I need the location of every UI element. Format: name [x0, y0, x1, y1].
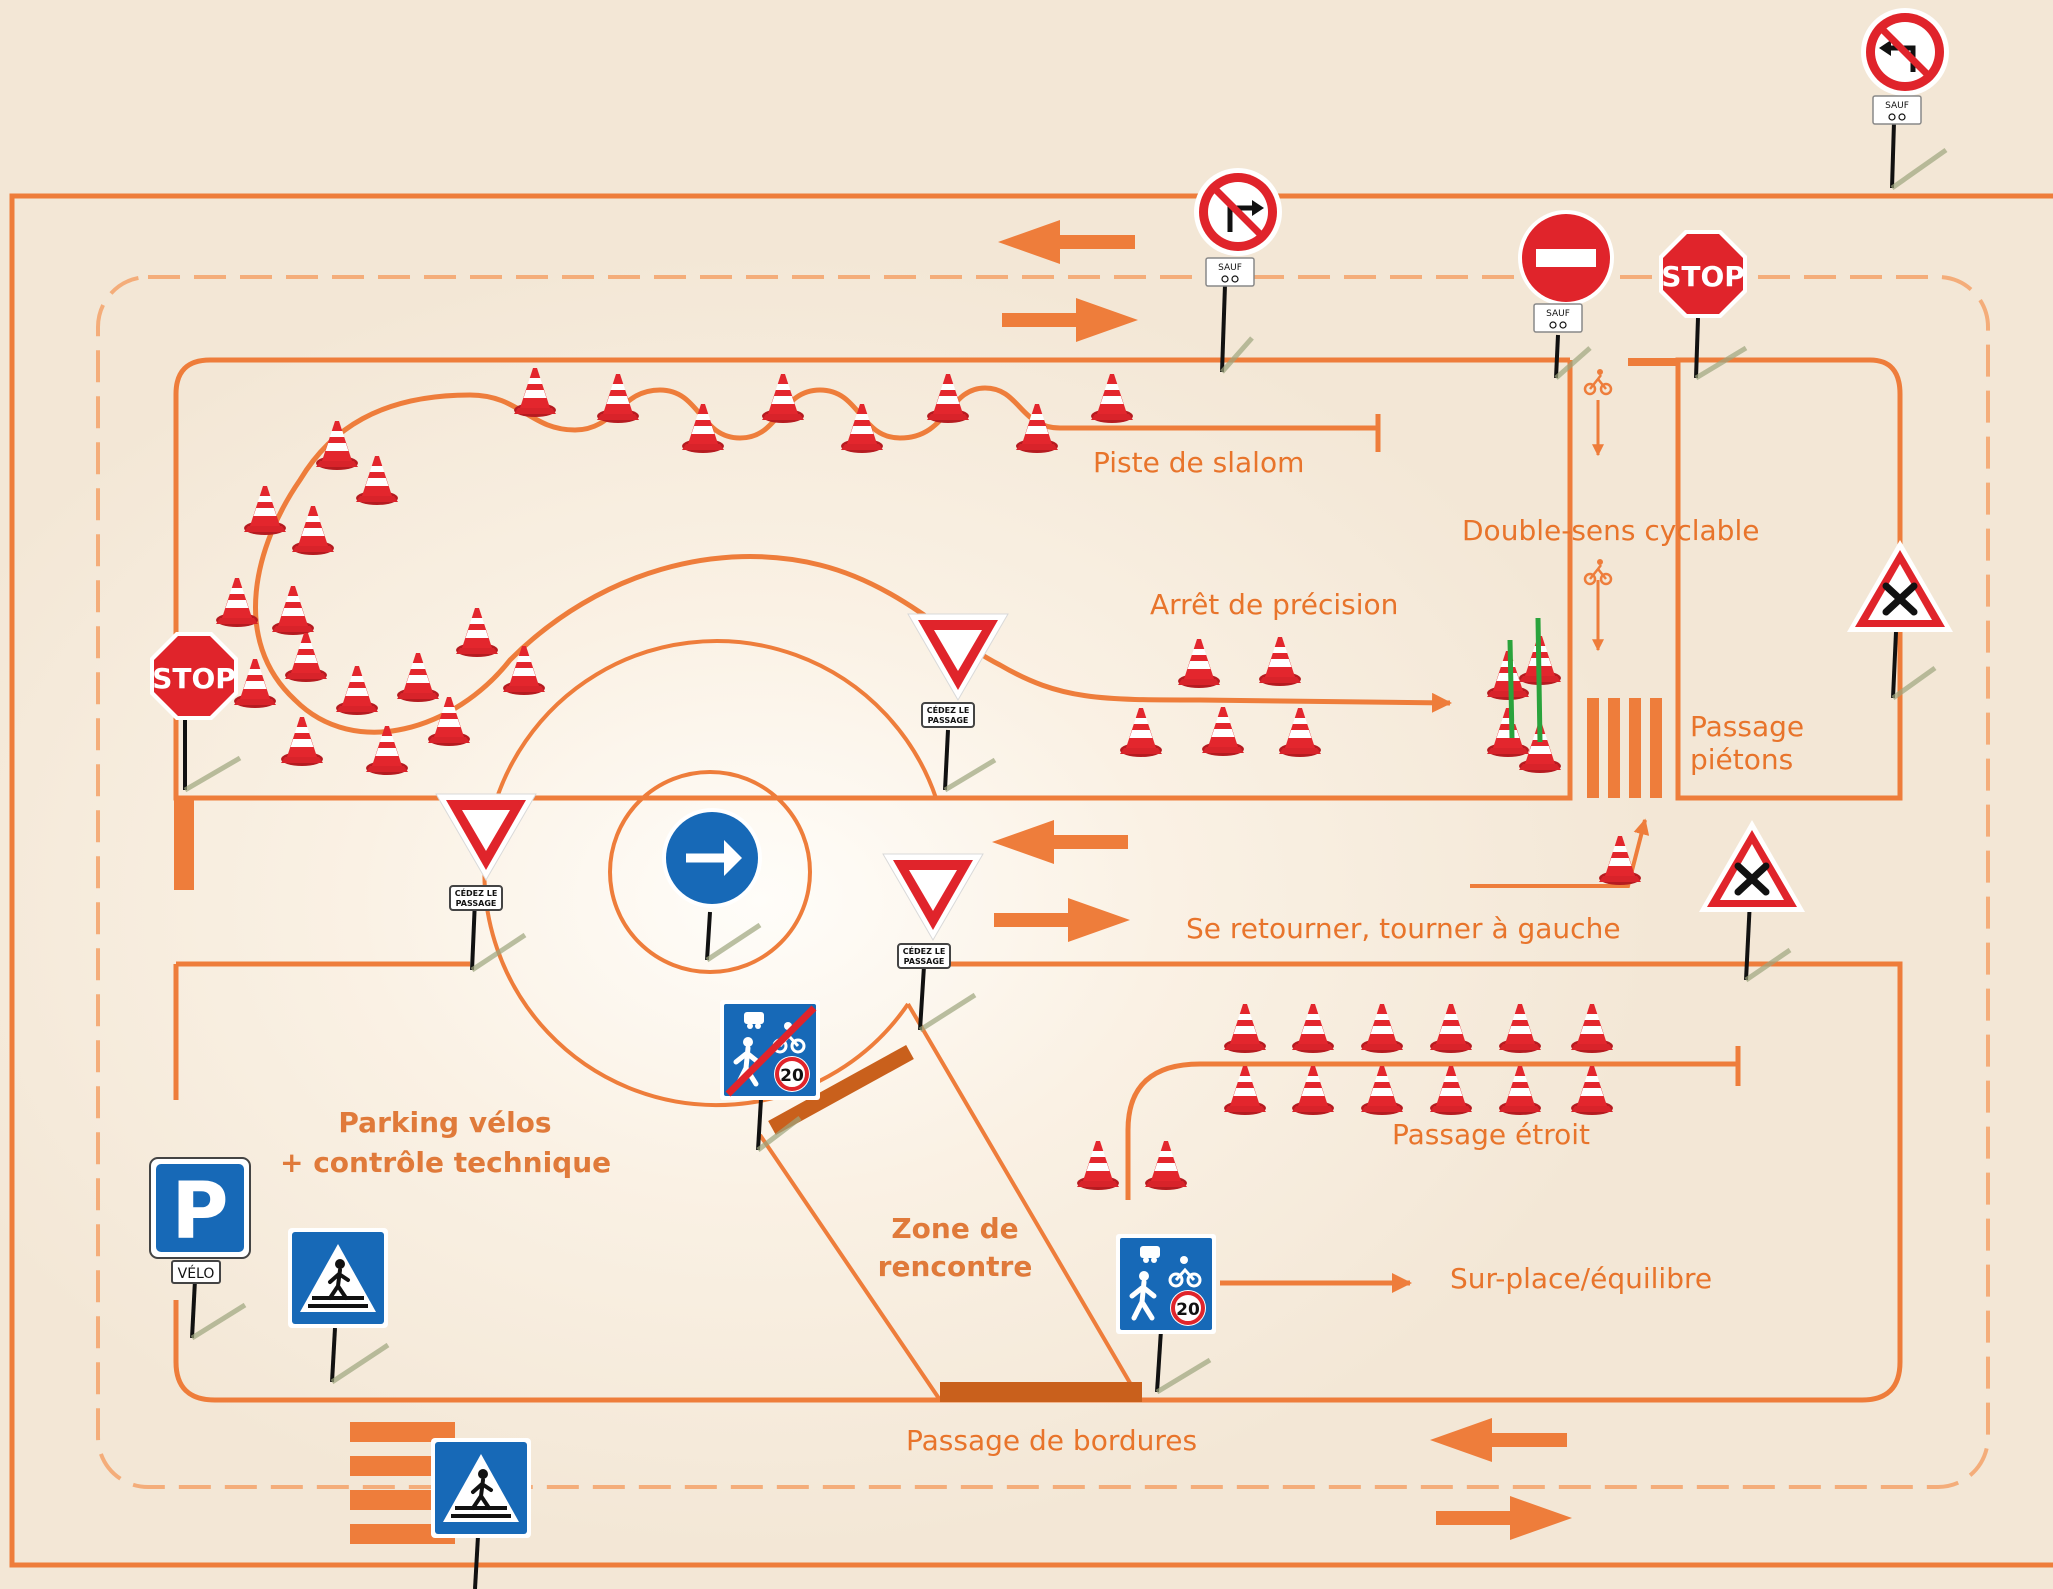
label-passage-pietons-1: Passage: [1690, 710, 1805, 743]
label-sur-place: Sur-place/équilibre: [1450, 1262, 1713, 1295]
cedez-text-1: CÉDEZ LE: [455, 887, 498, 898]
crossroads-warning-sign-icon: [1699, 820, 1805, 912]
pedestrian-crossing-bottom: [350, 1422, 455, 1544]
label-passage-pietons-2: piétons: [1690, 743, 1794, 776]
stop-sign-icon: STOP: [1659, 230, 1747, 318]
sauf-text: SAUF: [1218, 263, 1242, 273]
label-zone-2: rencontre: [877, 1250, 1033, 1283]
direction-arrow-icon: [1430, 1418, 1567, 1462]
meeting-zone-edges: [758, 1002, 1142, 1402]
left-divider: [174, 800, 194, 890]
meeting-zone-sign-icon: 20: [1116, 1234, 1216, 1334]
speed-20-text: 20: [780, 1066, 804, 1086]
traffic-cone-icon: [216, 368, 1133, 775]
meeting-zone-bar-top: [768, 1044, 914, 1136]
label-slalom: Piste de slalom: [1093, 446, 1305, 479]
inner-island-bottom: [173, 961, 1903, 1403]
crossroads-warning-sign-icon: [1847, 540, 1953, 632]
direction-arrow-icon: [998, 220, 1135, 264]
sign-posts: [183, 121, 1898, 1589]
label-bordures: Passage de bordures: [906, 1424, 1198, 1457]
cedez-text-2: PASSAGE: [904, 957, 945, 966]
label-arret: Arrêt de précision: [1150, 588, 1399, 621]
stop-text: STOP: [152, 662, 236, 695]
direction-arrow-icon: [1002, 298, 1138, 342]
yield-sign-icon: [435, 793, 537, 881]
no-right-turn-sign-icon: [1194, 168, 1282, 256]
parking-letter: P: [171, 1167, 228, 1257]
end-meeting-zone-sign-icon: 20: [720, 1000, 820, 1100]
label-zone-1: Zone de: [891, 1212, 1019, 1245]
yield-sign-icon: [882, 853, 984, 941]
label-se-retourner: Se retourner, tourner à gauche: [1186, 912, 1621, 945]
sauf-text: SAUF: [1546, 309, 1570, 319]
cedez-text-1: CÉDEZ LE: [903, 945, 946, 956]
pedestrian-crossing: [1587, 698, 1662, 798]
cedez-plate: CÉDEZ LE PASSAGE: [897, 943, 951, 969]
post-shadows: [183, 147, 1948, 1395]
no-left-turn-sign-icon: [1861, 8, 1949, 96]
sauf-text: SAUF: [1885, 101, 1909, 111]
direction-arrow-icon: [1436, 1496, 1572, 1540]
pedestrian-crossing-sign-icon: [429, 1436, 533, 1540]
speed-20-text: 20: [1176, 1300, 1200, 1320]
label-passage-etroit: Passage étroit: [1392, 1118, 1591, 1151]
cyclist-icon: [1583, 367, 1613, 396]
sauf-plate: SAUF: [1533, 303, 1583, 333]
gate-poles: [1507, 617, 1543, 743]
velo-text: VÉLO: [178, 1265, 215, 1282]
narrow-passage-path: [1125, 1046, 1741, 1200]
outer-track-line: [9, 193, 2053, 1568]
velo-plate: VÉLO: [171, 1260, 221, 1284]
traffic-cone-icon: [1120, 637, 1321, 757]
turn-left-path: [1470, 818, 1650, 888]
label-parking-2: + contrôle technique: [280, 1146, 612, 1179]
stop-text: STOP: [1661, 260, 1745, 293]
pedestrian-crossing-sign-icon: [286, 1226, 390, 1330]
label-double-sens: Double-sens cyclable: [1462, 514, 1760, 547]
direction-arrow-icon: [992, 820, 1128, 864]
dashed-loop: [96, 275, 1990, 1489]
cedez-text-1: CÉDEZ LE: [927, 704, 970, 715]
curb-bar: [940, 1382, 1142, 1402]
yield-sign-icon: [907, 613, 1009, 701]
parking-sign-icon: P: [149, 1157, 251, 1259]
slalom-end-bar: [1060, 414, 1381, 452]
traffic-cone-icon: [1077, 1004, 1613, 1190]
label-parking-1: Parking vélos: [338, 1106, 552, 1139]
no-entry-sign-icon: [1518, 210, 1614, 306]
sauf-plate: SAUF: [1205, 257, 1255, 287]
cedez-text-2: PASSAGE: [456, 899, 497, 908]
sauf-plate: SAUF: [1872, 95, 1922, 125]
mandatory-direction-sign-icon: [662, 808, 762, 908]
cedez-plate: CÉDEZ LE PASSAGE: [449, 885, 503, 911]
slalom-path: [253, 385, 1452, 735]
direction-arrow-icon: [994, 898, 1130, 942]
cedez-plate: CÉDEZ LE PASSAGE: [921, 702, 975, 728]
stop-sign-icon: STOP: [150, 632, 238, 720]
roundabout-center: [608, 770, 812, 974]
inner-island-top-right: [1675, 357, 1903, 801]
cedez-text-2: PASSAGE: [928, 716, 969, 725]
